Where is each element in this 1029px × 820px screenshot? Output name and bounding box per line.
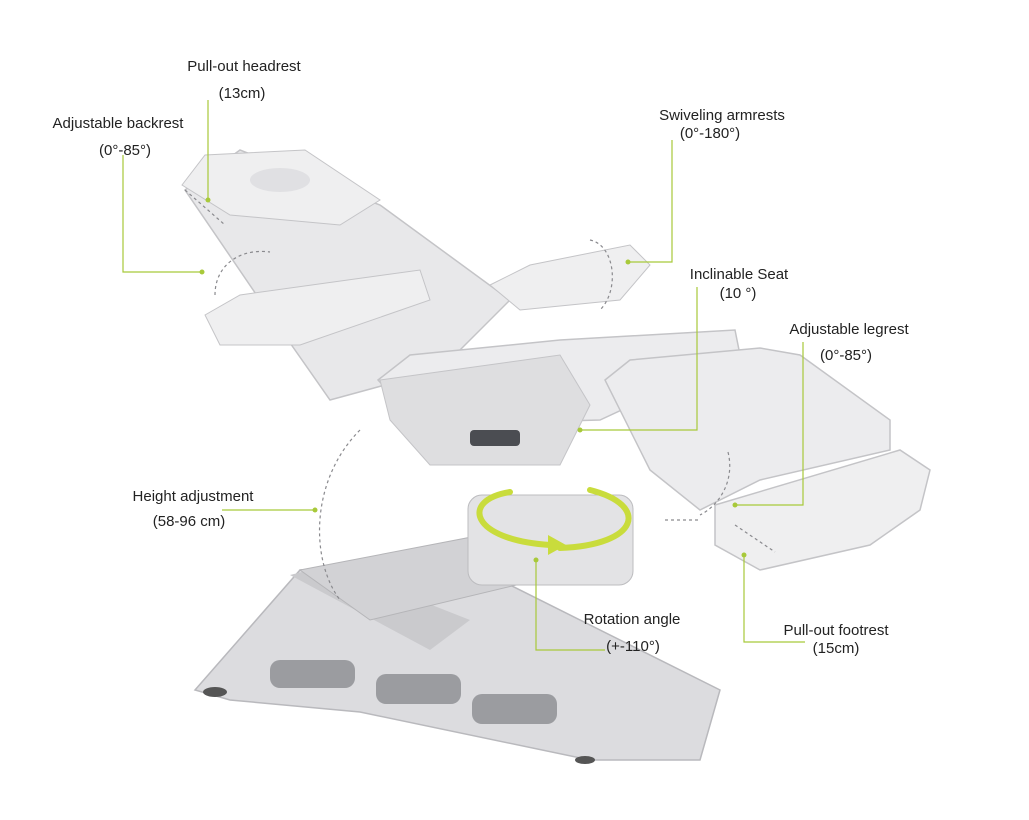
headrest-title: Pull-out headrest [187, 58, 301, 75]
backrest-value: (0°-85°) [98, 142, 152, 159]
seat-value: (10 °) [719, 285, 757, 302]
height-title: Height adjustment [132, 488, 254, 505]
armrests-title: Swiveling armrests [659, 107, 785, 124]
height-value: (58-96 cm) [152, 513, 226, 530]
rotation-title: Rotation angle [583, 611, 681, 628]
rotation-arrow [476, 487, 632, 551]
legrest-value: (0°-85°) [819, 347, 873, 364]
seat-title: Inclinable Seat [689, 266, 789, 283]
seat-front [379, 354, 591, 466]
footrest-value: (15cm) [812, 640, 860, 657]
footrest-title: Pull-out footrest [783, 622, 889, 639]
footrest [714, 449, 931, 571]
control-panel [470, 430, 520, 446]
legrest [604, 347, 891, 511]
armrests-value: (0°-180°) [679, 125, 741, 142]
backrest-title: Adjustable backrest [52, 115, 184, 132]
right-armrest [489, 244, 651, 311]
legrest-title: Adjustable legrest [789, 321, 909, 338]
callout-lines [122, 100, 805, 651]
rotation-value: (+-110°) [606, 638, 660, 655]
left-armrest [204, 269, 431, 346]
headrest-value: (13cm) [218, 85, 266, 102]
callout-dots [199, 197, 747, 563]
foot-pedals [270, 660, 557, 724]
